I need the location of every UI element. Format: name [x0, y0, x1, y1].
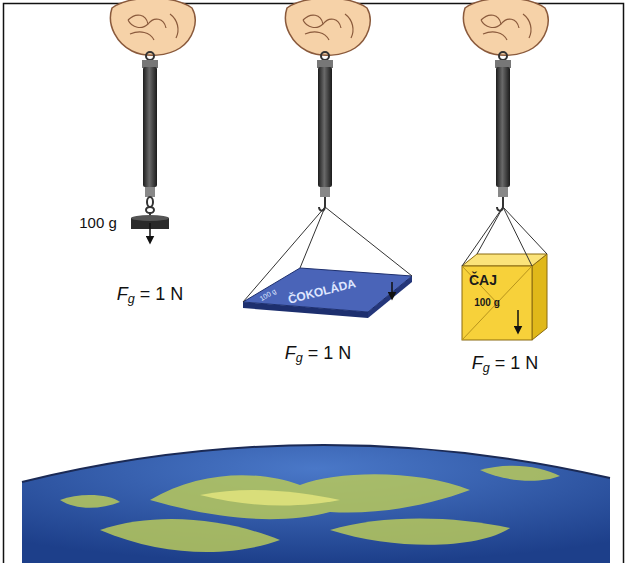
scale-cap	[320, 187, 330, 197]
force-label: Fg = 1 N	[285, 344, 352, 367]
earth	[22, 445, 610, 563]
land-mass	[200, 490, 340, 505]
tea-box	[462, 207, 547, 340]
land-mass	[150, 474, 470, 519]
finger-line	[130, 32, 154, 40]
force-arrow	[391, 282, 393, 296]
mass-label: 100 g	[79, 215, 117, 232]
force-arrow	[517, 310, 519, 330]
scale-cap	[142, 60, 158, 68]
finger-line	[303, 15, 323, 27]
hand	[110, 0, 195, 240]
land-mass	[100, 519, 280, 552]
string	[462, 266, 532, 340]
weight-top	[131, 215, 169, 221]
spring-scale	[496, 67, 510, 187]
fist	[285, 0, 370, 55]
earth-rim	[22, 445, 610, 482]
chocolate	[243, 207, 412, 318]
scale-ring	[321, 52, 329, 60]
string	[325, 207, 412, 276]
land-mass	[480, 466, 560, 481]
chain-link	[146, 207, 154, 213]
spring-scale	[143, 67, 157, 187]
scale-ring	[146, 52, 154, 60]
product-name: ČAJ	[469, 273, 497, 288]
finger-line	[148, 19, 166, 28]
finger-line	[345, 14, 353, 38]
string	[300, 207, 325, 268]
string	[477, 207, 503, 254]
fist	[463, 0, 548, 55]
fist	[110, 0, 195, 55]
finger-line	[323, 19, 341, 28]
string	[503, 207, 532, 266]
hand	[463, 0, 548, 211]
force-label: Fg = 1 N	[472, 354, 539, 377]
finger-line	[170, 14, 178, 38]
string	[503, 207, 547, 254]
scale-cap	[145, 187, 155, 197]
hand	[285, 0, 370, 211]
string	[462, 207, 503, 266]
chain-link	[147, 197, 153, 207]
scale-cap	[495, 60, 511, 68]
force-label: Fg = 1 N	[117, 285, 184, 308]
mass-label: 100 g	[474, 297, 500, 308]
force-arrow	[149, 223, 151, 240]
finger-line	[501, 19, 519, 28]
earth-surface	[22, 445, 610, 563]
finger-line	[523, 14, 531, 38]
spring-scale	[318, 67, 332, 187]
bar-top	[243, 268, 412, 312]
box-top	[462, 254, 547, 266]
finger-line	[481, 15, 501, 27]
earth-land	[60, 466, 560, 552]
scale-cap	[498, 187, 508, 197]
finger-line	[483, 32, 507, 40]
scale-ring	[499, 52, 507, 60]
finger-line	[128, 15, 148, 27]
land-mass	[60, 495, 120, 508]
land-mass	[330, 518, 510, 544]
box-side	[532, 254, 547, 340]
box-front	[462, 266, 532, 340]
frame	[4, 4, 624, 563]
scale-cap	[317, 60, 333, 68]
finger-line	[305, 32, 329, 40]
